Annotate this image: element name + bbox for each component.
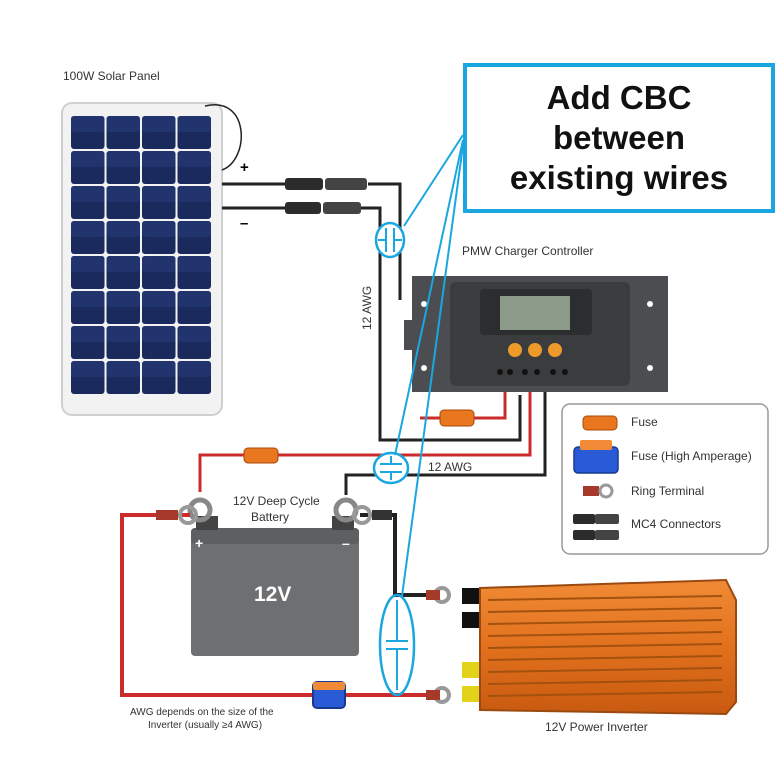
high-amp-fuse-icon [573, 440, 619, 474]
negative-sign: – [240, 215, 249, 232]
callout-line3: existing wires [509, 159, 729, 196]
awg-note-line1: AWG depends on the size of the [130, 707, 274, 718]
legend-label-fuse: Fuse [631, 415, 658, 429]
charger-output-wires [198, 392, 547, 495]
battery [187, 497, 359, 656]
battery-voltage: 12V [254, 583, 292, 606]
charger-label: PMW Charger Controller [462, 244, 594, 258]
legend-label-ring-terminal: Ring Terminal [631, 484, 705, 498]
awg-horizontal-label: 12 AWG [428, 460, 473, 474]
legend-label-high-amp-fuse: Fuse (High Amperage) [631, 449, 752, 463]
cbc-marker-top [374, 221, 406, 259]
battery-fuse [243, 447, 279, 464]
callout-line2: between [552, 119, 686, 156]
callout-box: Add CBC between existing wires [463, 63, 775, 213]
legend-box [561, 403, 769, 555]
battery-positive-sign: + [195, 535, 204, 551]
ring-terminal-icon [583, 483, 614, 499]
legend-label-mc4: MC4 Connectors [631, 517, 722, 531]
inverter-label: 12V Power Inverter [545, 720, 648, 734]
battery-title-line1: 12V Deep Cycle [233, 494, 320, 508]
cbc-marker-middle [372, 451, 410, 485]
inverter-fuse [312, 681, 346, 709]
positive-sign: + [240, 159, 249, 176]
battery-title-line2: Battery [251, 510, 290, 524]
awg-vertical-label: 12 AWG [360, 285, 374, 330]
mc4-connector-icon [573, 514, 619, 540]
charger-fuse [439, 409, 475, 427]
power-inverter [462, 578, 737, 716]
cbc-marker-bottom [378, 593, 416, 697]
callout-line1: Add CBC [546, 79, 692, 116]
battery-negative-sign: – [342, 535, 350, 551]
solar-panel [61, 102, 242, 416]
mc4-connectors [285, 178, 367, 214]
awg-note-line2: Inverter (usually ≥4 AWG) [148, 720, 263, 731]
fuse-icon [582, 415, 618, 431]
solar-panel-label: 100W Solar Panel [63, 69, 160, 83]
charger-controller [404, 276, 668, 392]
callout-pointers [394, 134, 464, 597]
ring-terminals [156, 505, 451, 704]
